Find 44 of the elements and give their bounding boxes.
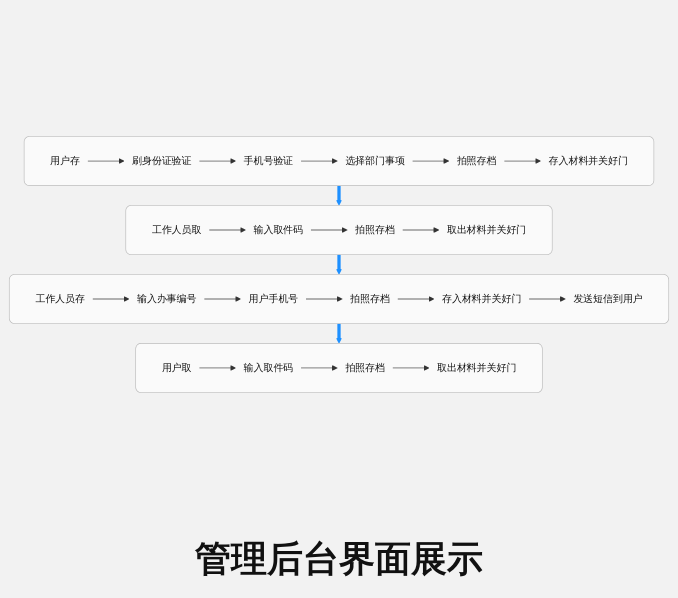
node-text: 输入取件码	[244, 362, 294, 374]
node-text: 拍照存档	[456, 154, 496, 167]
arrow	[300, 365, 338, 371]
arrow	[392, 365, 430, 371]
cluster	[135, 343, 543, 393]
node-text: 存入材料并关好门	[548, 154, 628, 167]
node-text: 拍照存档	[345, 362, 385, 374]
node-text: 选择部门事项	[345, 154, 405, 167]
arrow	[504, 158, 541, 164]
arrow	[336, 186, 342, 206]
node-text: 取出材料并关好门	[446, 224, 526, 236]
node-text: 拍照存档	[350, 292, 390, 305]
arrow	[310, 227, 348, 233]
arrow	[199, 365, 236, 371]
arrow	[402, 227, 440, 233]
cluster	[8, 274, 670, 324]
arrow	[300, 158, 338, 164]
arrow	[199, 158, 236, 164]
node-text: 存入材料并关好门	[442, 292, 522, 305]
node-text: 发送短信到用户	[573, 292, 643, 305]
node-text: 取出材料并关好门	[437, 362, 516, 374]
title: 管理后台界面展示	[195, 538, 483, 582]
arrow	[336, 254, 342, 275]
cluster	[24, 136, 654, 186]
cluster	[125, 205, 553, 255]
node-text: 刷身份证验证	[132, 154, 192, 167]
node-text: 输入取件码	[254, 224, 304, 236]
arrow	[336, 324, 342, 344]
arrow	[306, 296, 343, 302]
node-text: 输入办事编号	[137, 292, 196, 305]
node-text: 工作人员存	[35, 292, 85, 305]
arrow	[528, 296, 566, 302]
node-text: 用户存	[50, 154, 80, 167]
node-text: 拍照存档	[355, 224, 395, 236]
node-text: 手机号验证	[244, 154, 294, 167]
arrow	[204, 296, 241, 302]
node-text: 用户取	[162, 362, 192, 374]
node-text: 工作人员取	[152, 224, 202, 236]
arrow	[412, 158, 450, 164]
arrow	[208, 227, 246, 233]
node-text: 用户手机号	[248, 292, 298, 305]
arrow	[397, 296, 434, 302]
arrow	[88, 158, 124, 164]
arrow	[92, 296, 130, 302]
